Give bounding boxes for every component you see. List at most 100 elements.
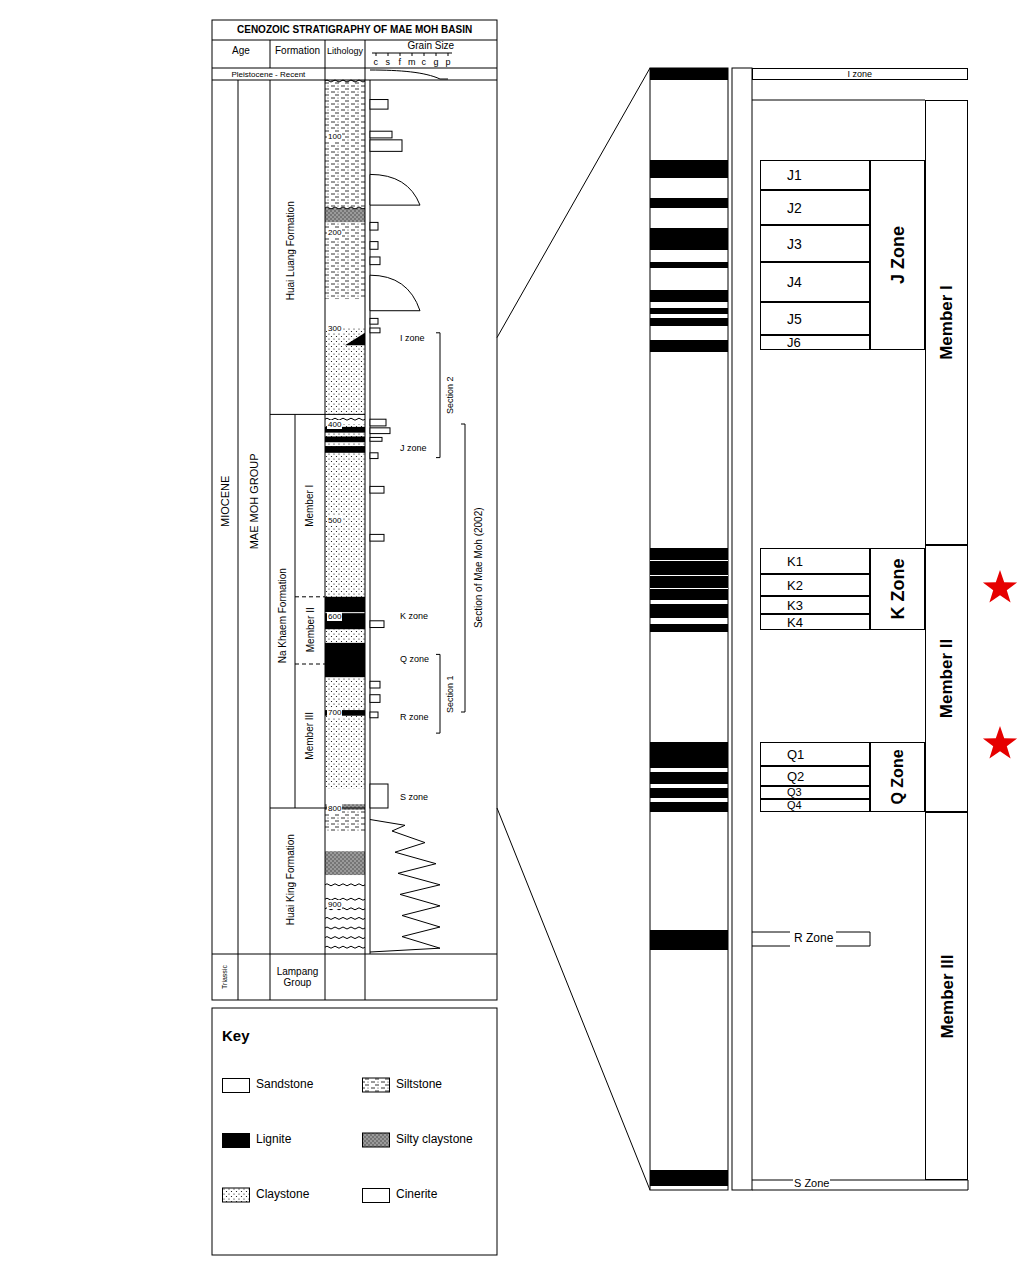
lignite-seam: [650, 318, 728, 326]
seam-box: J6: [760, 335, 870, 350]
grain-size-bar: [370, 100, 388, 110]
zone-label: S Zone: [793, 1177, 830, 1190]
zone-label: J zone: [400, 443, 427, 453]
depth-number: 900: [327, 900, 342, 909]
grain-scale-tick: [424, 53, 425, 56]
node-label: Q4: [787, 800, 802, 811]
node-label: J4: [787, 275, 802, 289]
member-box: Member II: [925, 545, 968, 812]
column-rule: [270, 40, 271, 68]
column-header: Age: [232, 45, 250, 57]
seam-box: Q1: [760, 742, 870, 766]
member-boundary: [295, 664, 325, 665]
table-rule: [752, 100, 925, 101]
projection-line: [497, 808, 650, 1190]
depth-number: 200: [327, 228, 342, 237]
node-label: K3: [787, 599, 803, 612]
section-label: Section 2: [445, 377, 455, 415]
zone-box: K Zone: [870, 548, 925, 630]
depth-number: 500: [327, 516, 342, 525]
lithology-bed: [325, 716, 365, 789]
lithology-bed: [325, 629, 365, 642]
node-label: J6: [787, 336, 801, 349]
node-label: Q1: [787, 748, 804, 761]
legend-label: Silty claystone: [396, 1133, 473, 1147]
lithology-bed: [325, 789, 365, 804]
grain-scale-tick: [388, 53, 389, 56]
lithology-bed: [325, 875, 365, 954]
seam-box: J1: [760, 160, 870, 190]
lithology-bed: [325, 424, 365, 462]
column-rule: [325, 40, 326, 1000]
lithology-bed: [325, 436, 365, 442]
node-label: K Zone: [889, 559, 907, 620]
node-label: Member I: [938, 285, 955, 360]
lignite-seam: [650, 604, 728, 618]
grain-size-bar: [370, 621, 384, 628]
column-header: Grain Size: [408, 40, 455, 52]
grain-size-baseline: [370, 80, 371, 954]
zone-label: Q zone: [400, 654, 429, 664]
node-label: J5: [787, 312, 802, 326]
unconformity-line: [325, 927, 365, 929]
parting-line: [650, 560, 728, 561]
grain-size-bar: [370, 695, 380, 703]
diagram-title: CENOZOIC STRATIGRAPHY OF MAE MOH BASIN: [237, 24, 472, 36]
zone-label: R Zone: [793, 932, 834, 946]
marker-star: [983, 726, 1017, 759]
panel-frame: [212, 20, 497, 1000]
table-rule: [212, 954, 497, 955]
formation-boundary: [270, 808, 365, 809]
grain-size-bar: [370, 453, 378, 459]
unconformity-line: [325, 884, 365, 886]
lignite-seam: [650, 802, 728, 812]
lithology-bed: [325, 80, 365, 208]
node-label: Q3: [787, 787, 802, 798]
seam-box: K2: [760, 574, 870, 596]
zone-box: J Zone: [870, 160, 925, 350]
legend-swatch: [222, 1078, 250, 1093]
seam-box: Q4: [760, 799, 870, 812]
node-label: Q2: [787, 770, 804, 783]
projection-line: [497, 68, 650, 338]
legend-label: Sandstone: [256, 1078, 313, 1092]
node-label: Member II: [938, 639, 955, 718]
grain-size-bar: [370, 318, 378, 324]
grain-size-bar: [370, 712, 378, 718]
zone-label: K zone: [400, 611, 428, 621]
legend-label: Claystone: [256, 1188, 309, 1202]
table-rule: [212, 40, 497, 41]
table-rule: [212, 68, 497, 69]
grain-size-bar: [370, 428, 390, 434]
grain-size-bar: [370, 222, 378, 230]
node-label: I zone: [848, 70, 873, 79]
zone-marker-line: [870, 932, 871, 946]
lithology-bed: [325, 462, 365, 596]
formation-label: Na Khaem Formation: [277, 568, 289, 663]
lithology-bed: [325, 832, 365, 851]
grain-size-class: m: [408, 57, 416, 67]
age-label: Pleistocene - Recent: [232, 70, 306, 79]
seam-box: K3: [760, 596, 870, 614]
node-label: Member III: [938, 954, 955, 1038]
lithology-bed: [325, 446, 365, 453]
lignite-seam: [650, 228, 728, 250]
grain-size-class: c: [422, 57, 427, 67]
section-label: Section 1: [445, 675, 455, 713]
fining-upward-curve: [370, 275, 420, 311]
formation-boundary: [270, 414, 365, 415]
seam-box: Q3: [760, 786, 870, 799]
group-label: MAE MOH GROUP: [248, 453, 261, 549]
zone-label: S zone: [400, 792, 428, 802]
legend-swatch: [363, 1078, 390, 1092]
depth-number: 600: [327, 612, 342, 621]
lithology-bed: [325, 810, 365, 832]
lignite-seam: [650, 624, 728, 632]
legend-label: Lignite: [256, 1133, 291, 1147]
seam-box: J3: [760, 225, 870, 262]
grain-scale-tick: [376, 53, 377, 56]
grain-size-bar: [370, 242, 378, 250]
unconformity-line: [325, 946, 365, 948]
lithology-bed: [325, 208, 365, 222]
